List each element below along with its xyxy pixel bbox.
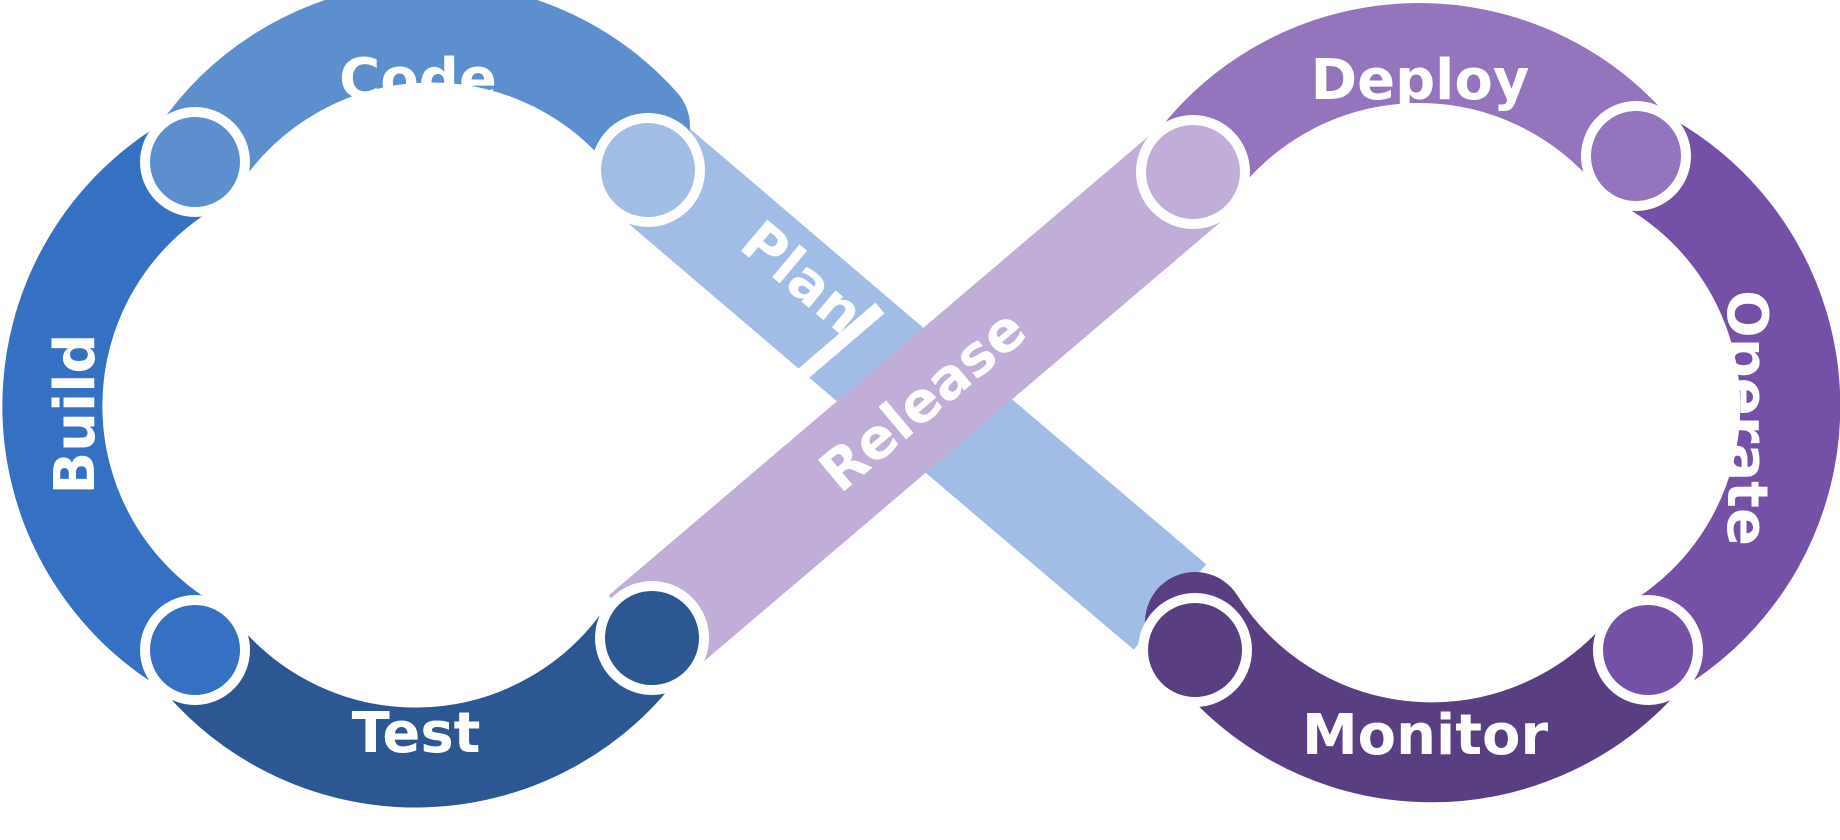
label-monitor: Monitor [1302,703,1549,768]
deploy-segment [1140,3,1686,222]
joint-build-code [140,107,250,217]
test-segment [145,588,695,808]
joint-release-top [1136,115,1250,229]
joint-monitor-bottom [1138,593,1252,707]
code-segment [145,0,690,212]
release-segment [608,129,1230,681]
label-deploy: Deploy [1311,48,1530,113]
joint-operate-deploy [1581,101,1691,211]
operate-segment [1586,106,1840,700]
plan-segment [615,127,1207,650]
monitor-segment [1145,572,1698,803]
label-build: Build [43,333,108,494]
build-segment [2,112,245,700]
joint-release-bottom [595,581,709,695]
joint-monitor-operate [1593,595,1703,705]
joint-plan-top [591,113,705,227]
label-operate: Operate [1714,290,1779,546]
segment-joints [140,101,1703,707]
label-code: Code [339,47,497,112]
joint-test-build [140,595,250,705]
label-test: Test [352,701,481,766]
